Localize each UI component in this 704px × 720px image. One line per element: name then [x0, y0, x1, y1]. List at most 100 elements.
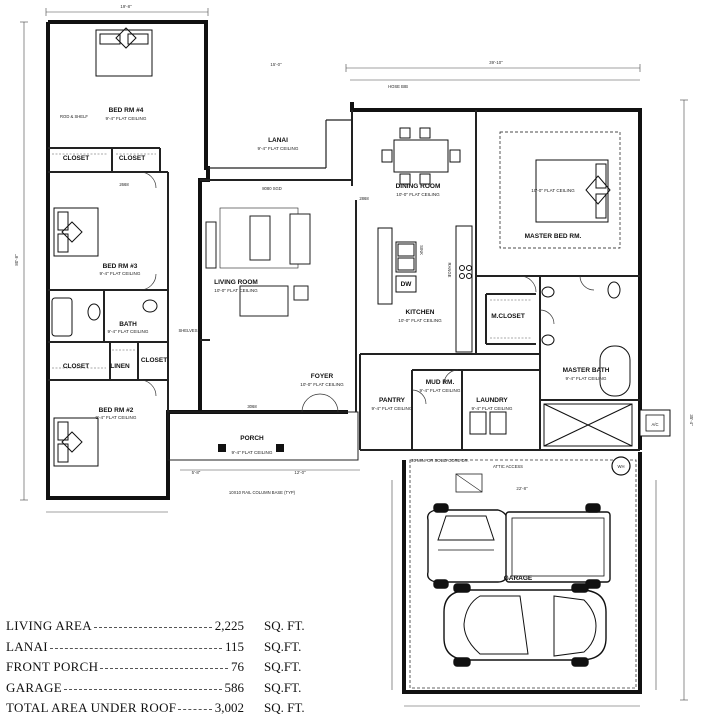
water-heater [611, 456, 631, 476]
area-row: LANAI 115 SQ.FT. [6, 637, 306, 658]
area-leader-line [100, 668, 228, 669]
laundry-name: LAUNDRY [476, 397, 508, 404]
door-swings [139, 171, 595, 413]
foyer-name: FOYER [311, 373, 334, 380]
wh-label: WH [618, 464, 625, 469]
area-leader-line [178, 709, 212, 710]
bed2-name: BED RM #2 [99, 407, 134, 414]
beds [53, 27, 621, 467]
lanai-outline [208, 119, 352, 169]
dim-right-total: 35'-4" [689, 414, 694, 426]
suv-icon [443, 583, 607, 667]
area-value: 3,002 [214, 700, 244, 715]
bed2-ceiling: 9'-4" FLAT CEILING [96, 415, 137, 420]
area-unit: SQ. FT. [264, 700, 305, 715]
mud-name: MUD RM. [426, 379, 455, 386]
closet-b-name: CLOSET [119, 155, 145, 162]
dimension-lines [20, 8, 688, 707]
living-ceiling: 10'-0" FLAT CEILING [214, 288, 258, 293]
area-value: 76 [231, 659, 244, 674]
shelves-label: SHELVES [178, 328, 197, 333]
area-value: 586 [224, 679, 245, 695]
hose-bib-label: HOSE BIB [388, 84, 408, 89]
dining-set [381, 127, 461, 185]
kitchen-fixtures [377, 225, 473, 353]
dim-garage-width: 22'-8" [516, 486, 528, 491]
area-row: FRONT PORCH 76 SQ.FT. [6, 657, 306, 678]
dim-left-total: 80'-8" [14, 254, 19, 266]
interior-walls [48, 110, 640, 451]
bed-bed2 [53, 417, 99, 467]
dw-label: DW [401, 281, 413, 288]
porch-name: PORCH [240, 435, 264, 442]
porch-column [218, 444, 226, 452]
closet-shelves [52, 153, 532, 369]
rod-shelf-label: ROD & SHELF [60, 114, 88, 119]
area-value: 115 [224, 638, 244, 654]
porch-area [167, 411, 359, 461]
area-leader-line [49, 647, 222, 649]
kitchen-ceiling: 10'-0" FLAT CEILING [398, 318, 442, 323]
mud-ceiling: 9'-4" FLAT CEILING [420, 388, 461, 393]
area-label: LIVING AREA [6, 618, 92, 633]
sink-label: SINK [419, 245, 424, 255]
dining-name: DINING ROOM [396, 183, 441, 190]
dim-top-c: 19'-8" [120, 4, 132, 9]
area-unit: SQ.FT. [264, 679, 302, 695]
living-furniture [205, 207, 311, 317]
attic-access-label: ATTIC ACCESS [493, 464, 523, 469]
master-bed-name: MASTER BED RM. [525, 233, 582, 240]
master-bath-name: MASTER BATH [563, 367, 610, 374]
bed-bed3 [53, 207, 99, 257]
m-closet-name: M.CLOSET [491, 313, 525, 320]
area-unit: SQ.FT. [264, 638, 302, 654]
master-bed-ceiling: 10'-0" FLAT CEILING [531, 188, 575, 193]
area-row: TOTAL AREA UNDER ROOF 3,002 SQ. FT. [6, 698, 306, 719]
closet-d-name: CLOSET [141, 357, 167, 364]
door-label-2868: 2868 [359, 196, 369, 201]
pantry-name: PANTRY [379, 397, 406, 404]
dim-porch-b: 12'-0" [294, 470, 306, 475]
living-name: LIVING ROOM [214, 279, 258, 286]
ac-label: A/C [652, 422, 659, 427]
area-label: LANAI [6, 638, 48, 654]
garage-name: GARAGE [504, 575, 533, 582]
closet-a-name: CLOSET [63, 155, 89, 162]
pantry-ceiling: 9'-4" FLAT CEILING [372, 406, 413, 411]
column-base-label: 10X10 RAIL COLUMN BASE (TYP) [229, 490, 296, 495]
slider-label: 8080 SGD [262, 186, 282, 191]
lanai-name: LANAI [268, 137, 288, 144]
range-label: RANGE [447, 263, 452, 278]
area-leader-line [63, 688, 222, 690]
laundry-ceiling: 9'-4" FLAT CEILING [472, 406, 513, 411]
area-value: 2,225 [214, 618, 244, 633]
lanai-ceiling: 9'-4" FLAT CEILING [258, 146, 299, 151]
master-bath-ceiling: 9'-4" FLAT CEILING [566, 376, 607, 381]
kitchen-name: KITCHEN [406, 309, 435, 316]
bed4-name: BED RM #4 [109, 107, 144, 114]
room-labels: BED RM #4 9'-4" FLAT CEILING BED RM #3 9… [63, 107, 610, 582]
bed3-name: BED RM #3 [103, 263, 138, 270]
dim-top-a: 15'-0" [270, 62, 282, 67]
bath-fixtures [51, 281, 633, 447]
bed4-ceiling: 9'-4" FLAT CEILING [106, 116, 147, 121]
bed-bed4 [95, 29, 153, 77]
area-unit: SQ.FT. [264, 659, 302, 674]
porch-column [276, 444, 284, 452]
bath-name: BATH [119, 321, 137, 328]
area-label: TOTAL AREA UNDER ROOF [6, 700, 177, 715]
porch-ceiling: 9'-4" FLAT CEILING [232, 450, 273, 455]
area-label: FRONT PORCH [6, 659, 99, 674]
annotation-labels: RANGE DW SINK A/C WH ATTIC ACCESS HOSE B… [60, 84, 658, 495]
bed3-ceiling: 9'-4" FLAT CEILING [100, 271, 141, 276]
pickup-truck-icon [426, 503, 611, 589]
linen-name: LINEN [110, 363, 130, 370]
closet-c-name: CLOSET [63, 363, 89, 370]
dim-porch-a: 5'-8" [192, 470, 201, 475]
foyer-ceiling: 10'-0" FLAT CEILING [300, 382, 344, 387]
door-label-3068: 3068 [247, 404, 257, 409]
